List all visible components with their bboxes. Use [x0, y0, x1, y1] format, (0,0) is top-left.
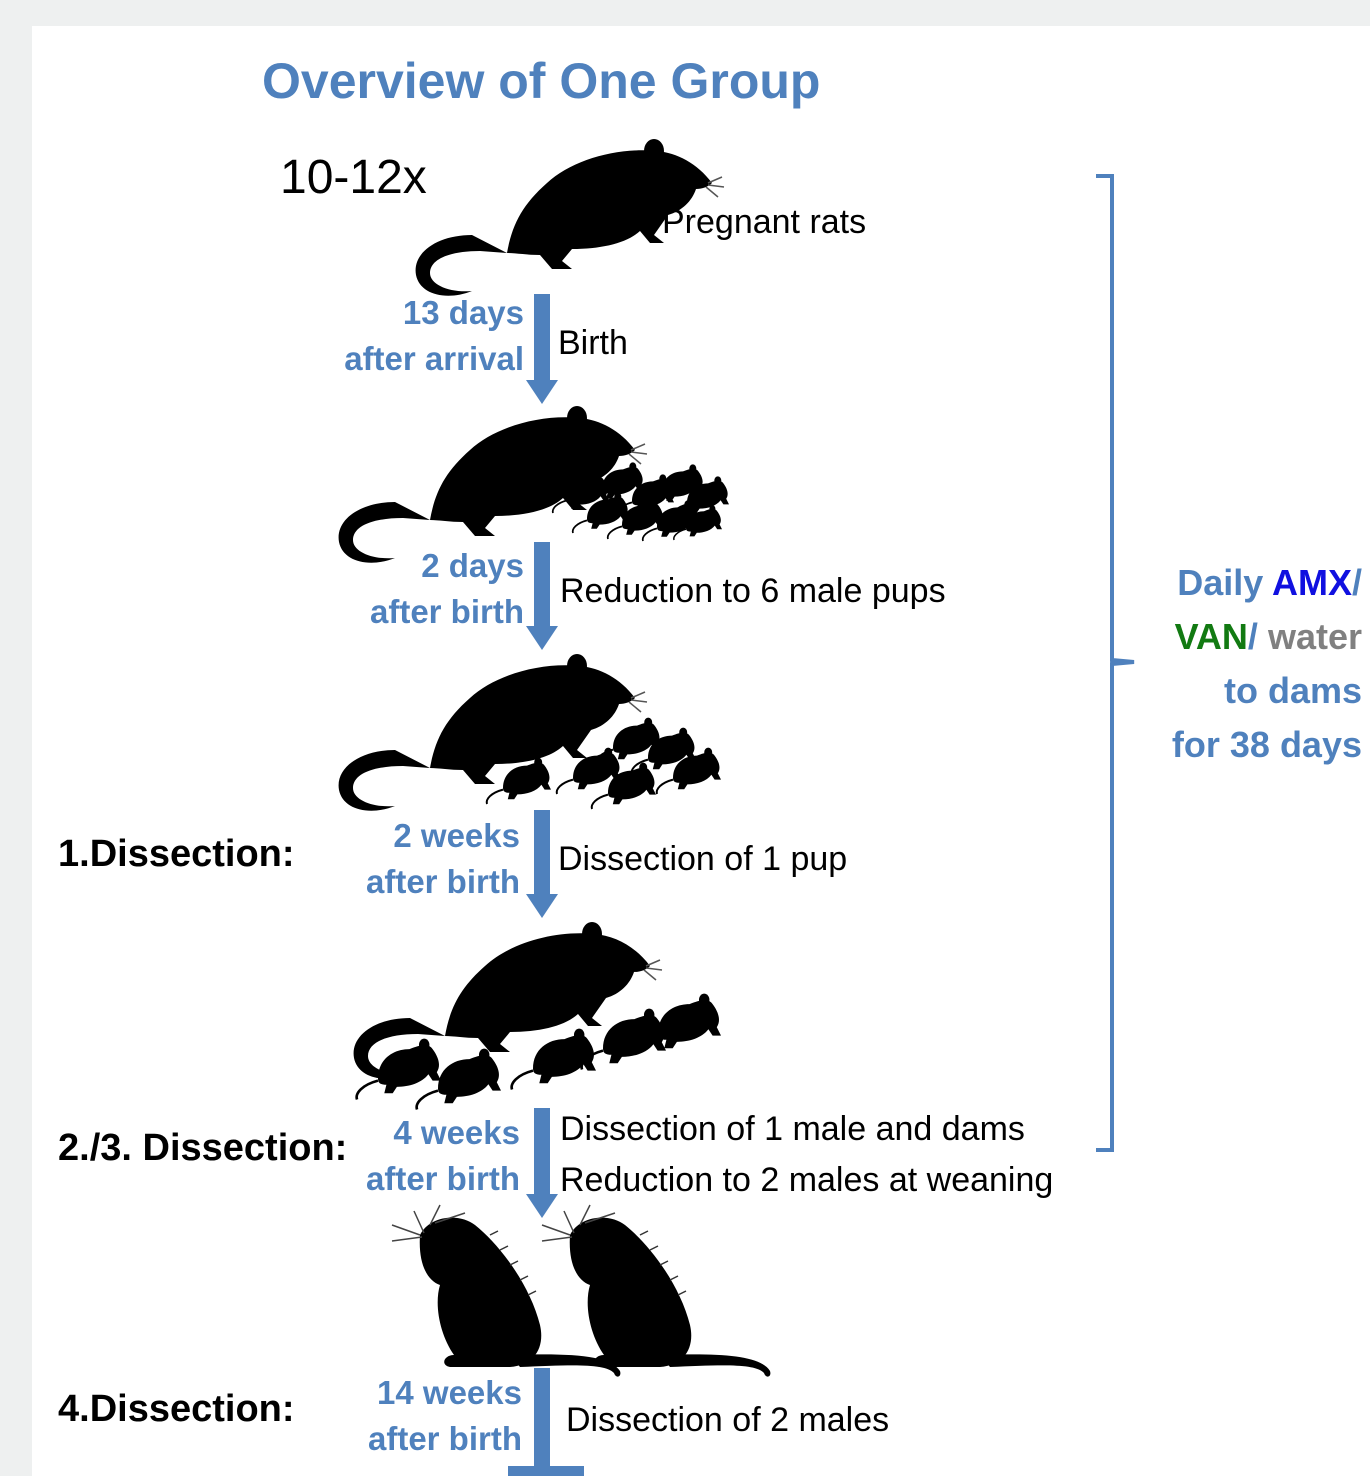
- dissection-1-label: 1.Dissection:: [58, 833, 295, 875]
- dissection-1-interval-line1: 2 weeks: [393, 817, 520, 854]
- reduction-interval: 2 days after birth: [370, 543, 524, 635]
- dissection-1-event: Dissection of 1 pup: [558, 840, 848, 878]
- dissection-2-3-interval-line1: 4 weeks: [393, 1114, 520, 1151]
- dissection-4-interval-line1: 14 weeks: [377, 1374, 522, 1411]
- two-male-rats-icon: [391, 1204, 772, 1378]
- dissection-4-interval: 14 weeks after birth: [368, 1370, 522, 1462]
- dissection-1-interval: 2 weeks after birth: [366, 813, 520, 905]
- rat-with-litter-icon: [337, 405, 730, 564]
- reduction-event: Reduction to 6 male pups: [560, 572, 946, 610]
- dissection-1-interval-line2: after birth: [365, 863, 520, 900]
- dissection-4-event: Dissection of 2 males: [566, 1401, 890, 1439]
- birth-interval: 13 days after arrival: [344, 290, 524, 382]
- dissection-4-interval-line2: after birth: [367, 1420, 522, 1457]
- dissection-2-3-label: 2./3. Dissection:: [58, 1127, 348, 1169]
- reduction-interval-line1: 2 days: [421, 547, 524, 584]
- treatment-line3: to dams: [1223, 670, 1362, 711]
- reduction-interval-line2: after birth: [369, 593, 524, 630]
- treatment-line1: Daily AMX/: [1172, 556, 1362, 610]
- dissection-2-3-event-line1: Dissection of 1 male and dams: [560, 1110, 1025, 1148]
- treatment-slash-2: /: [1247, 616, 1258, 657]
- arrow-dissection-2-3: [526, 1108, 558, 1218]
- birth-event: Birth: [558, 324, 628, 362]
- rat-with-six-pups-icon: [337, 653, 723, 812]
- treatment-line2: VAN/ water: [1172, 610, 1362, 664]
- pregnant-rats-label: Pregnant rats: [662, 203, 867, 241]
- treatment-bracket: [1096, 174, 1135, 1152]
- arrow-dissection-4: [508, 1368, 584, 1476]
- count-label: 10-12x: [280, 151, 427, 204]
- treatment-amx: AMX: [1271, 562, 1352, 603]
- dissection-4-label: 4.Dissection:: [58, 1388, 295, 1430]
- dissection-2-3-event-line2: Reduction to 2 males at weaning: [560, 1161, 1054, 1199]
- treatment-line4: for 38 days: [1171, 724, 1362, 765]
- timeline-arrows: [508, 294, 584, 1476]
- arrow-dissection-1: [526, 810, 558, 918]
- birth-interval-line2: after arrival: [344, 340, 524, 377]
- dissection-2-3-interval-line2: after birth: [365, 1160, 520, 1197]
- diagram-canvas: [32, 26, 1370, 1476]
- treatment-daily: Daily: [1177, 562, 1264, 603]
- treatment-slash-1: /: [1351, 562, 1362, 603]
- diagram-title: Overview of One Group: [262, 53, 821, 109]
- birth-interval-line1: 13 days: [402, 294, 524, 331]
- treatment-water: water: [1267, 616, 1362, 657]
- arrow-reduction: [526, 542, 558, 650]
- arrow-birth: [526, 294, 558, 404]
- dissection-2-3-interval: 4 weeks after birth: [366, 1110, 520, 1202]
- treatment-van: VAN: [1174, 616, 1248, 657]
- treatment-note: Daily AMX/ VAN/ water to dams for 38 day…: [1172, 556, 1362, 772]
- rat-with-five-pups-icon: [352, 921, 723, 1111]
